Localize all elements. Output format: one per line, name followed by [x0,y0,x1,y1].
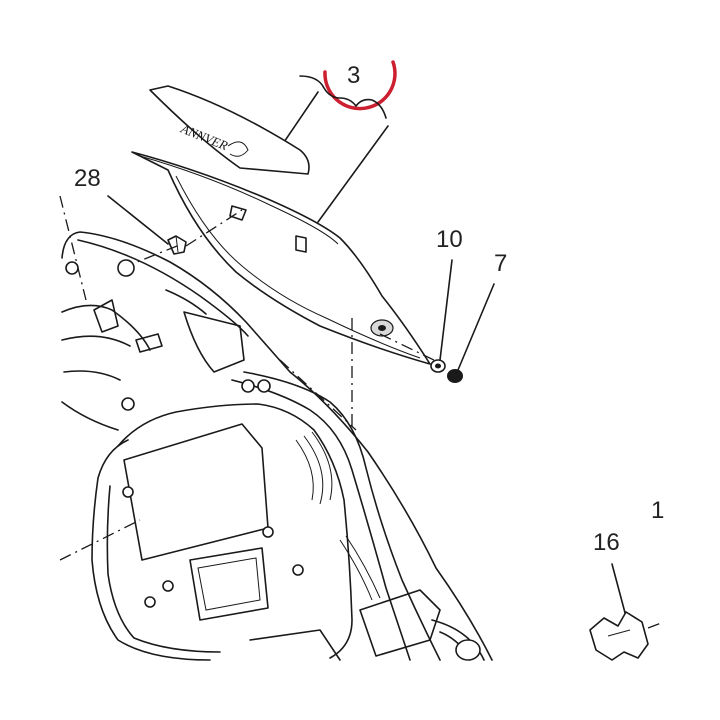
callout-1-partial: 1 [651,497,664,524]
callout-3: 3 [347,62,360,89]
scooter-body-frame [61,231,493,661]
callout-3-brace [299,75,387,119]
panel-tab [295,235,307,253]
leader-line-3b [317,125,389,223]
callout-10: 10 [436,226,463,253]
leader-lines [107,91,629,625]
callout-7: 7 [494,250,507,277]
screw-28 [167,235,187,255]
decal-swoosh [227,141,249,157]
callout-16: 16 [593,529,620,556]
leader-line-3a [279,91,319,149]
decal-sticker: ANNVER [149,85,310,175]
side-cover-panel [131,151,431,365]
leader-line-7 [457,283,495,371]
panel-clip [229,205,247,221]
callout-28: 28 [74,165,101,192]
highlight-circle [323,60,397,111]
washer-10 [430,359,446,373]
bracket-16 [589,611,665,661]
nut-7 [447,369,463,383]
leader-line-10 [439,259,453,361]
leader-line-28 [107,195,169,245]
